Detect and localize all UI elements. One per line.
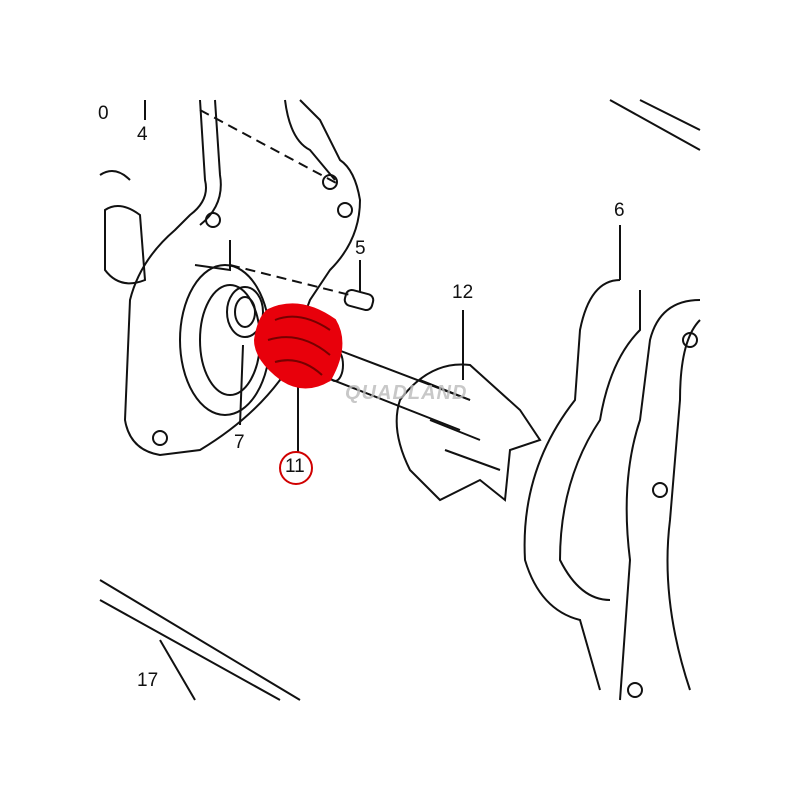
part-label-17: 17: [137, 670, 159, 691]
part-label-7: 7: [234, 432, 245, 453]
mechanical-seal-11: [253, 303, 343, 389]
part-label-5: 5: [355, 238, 366, 259]
watermark: QUADLAND: [345, 382, 468, 404]
impeller-12: [395, 363, 542, 502]
cover: [619, 299, 701, 701]
pin-5: [343, 288, 375, 312]
gasket-6: [523, 279, 641, 691]
part-label-4: 4: [137, 124, 148, 145]
pump-housing: [123, 99, 362, 457]
part-label-12: 12: [452, 282, 474, 303]
part-label-11: 11: [285, 456, 305, 477]
part-label-10: 0: [98, 103, 109, 124]
callout-11-circle: [279, 451, 313, 485]
part-label-6: 6: [614, 200, 625, 221]
